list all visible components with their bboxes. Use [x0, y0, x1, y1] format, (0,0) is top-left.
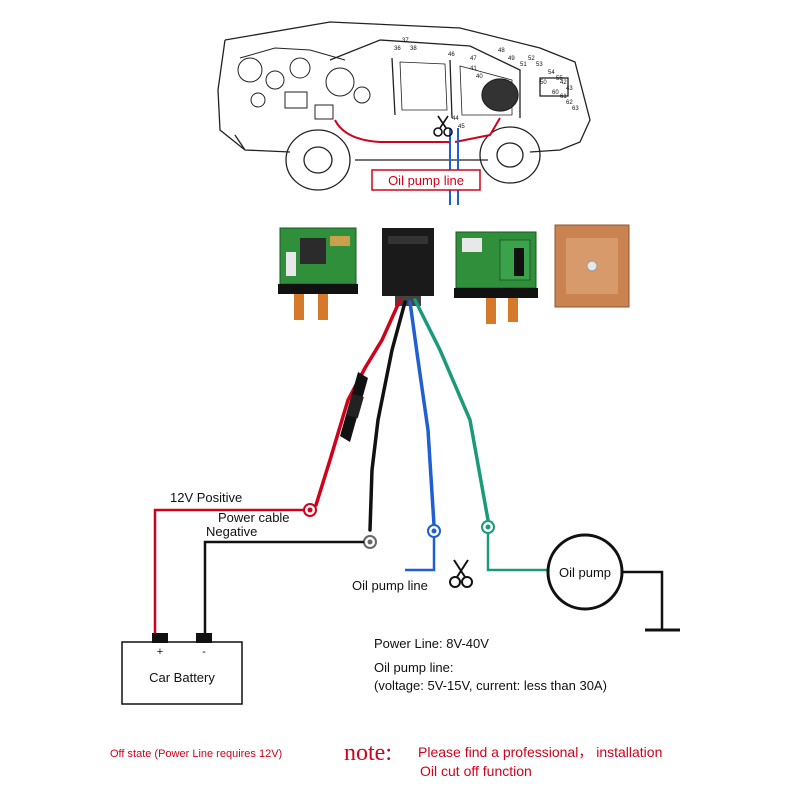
car-part-number: 54 [548, 70, 555, 76]
car-part-number: 46 [448, 52, 455, 58]
blue-oil-line [405, 537, 436, 572]
relay-module [382, 228, 434, 306]
wires [314, 298, 490, 532]
blue-wire [408, 300, 436, 527]
negative-line [203, 540, 364, 637]
pump-ground-line [622, 570, 664, 630]
ring-terminals [303, 503, 495, 549]
car-part-number: 43 [566, 86, 573, 92]
car-part-number: 55 [556, 76, 563, 82]
battery-label: Car Battery [149, 670, 215, 685]
car-part-number: 41 [470, 66, 477, 72]
car-illustration [217, 21, 591, 191]
oil-line-spec-detail: (voltage: 5V-15V, current: less than 30A… [374, 678, 607, 693]
black-wire [368, 300, 407, 532]
car-power-line [334, 117, 501, 143]
car-part-number: 50 [540, 80, 547, 86]
car-part-number: 53 [536, 62, 543, 68]
car-part-number: 60 [552, 90, 559, 96]
car-oil-pump-wires [449, 128, 459, 205]
oil-pump-line-box [371, 169, 481, 191]
schematic-lines [153, 508, 680, 637]
car-part-number: 48 [498, 48, 505, 54]
car-part-number: 62 [566, 100, 573, 106]
positive-label: 12V Positive [170, 490, 242, 505]
car-part-number: 38 [410, 46, 417, 52]
car-part-number: 51 [520, 62, 527, 68]
battery-positive-terminal [152, 633, 168, 643]
off-state-text: Off state (Power Line requires 12V) [110, 748, 282, 760]
tracker-module-pcb-1 [278, 227, 358, 320]
car-part-number: 61 [560, 94, 567, 100]
power-cable-label: Power cable [218, 510, 290, 525]
car-part-number: 52 [528, 56, 535, 62]
battery-minus-label: - [202, 646, 206, 658]
fuse-holder [340, 372, 368, 442]
battery-negative-terminal [196, 633, 212, 643]
tracker-module-pcb-2 [454, 231, 538, 324]
scissors-cut-icon [449, 559, 473, 588]
note-label: note: [344, 740, 392, 766]
note-line-1: Please find a professional， installation [418, 744, 662, 760]
scissors-icon [433, 115, 453, 137]
negative-label: Negative [206, 524, 257, 539]
oil-pump [546, 533, 624, 611]
oil-line-spec-title: Oil pump line: [374, 660, 453, 675]
car-part-number: 37 [402, 38, 409, 44]
power-line-spec: Power Line: 8V-40V [374, 636, 489, 651]
car-part-number: 40 [476, 74, 483, 80]
green-oil-line [486, 533, 548, 572]
car-battery [121, 641, 243, 705]
green-wire [413, 298, 490, 522]
positive-line [153, 508, 304, 637]
note-line-2: Oil cut off function [420, 763, 532, 779]
car-part-number: 47 [470, 56, 477, 62]
car-part-number: 36 [394, 46, 401, 52]
car-part-number: 42 [560, 80, 567, 86]
front-wheel [285, 129, 351, 191]
car-part-number: 63 [572, 106, 579, 112]
battery-plus-label: + [157, 646, 163, 658]
car-oil-pump-line-label: Oil pump line [388, 173, 464, 188]
fuel-tank [481, 78, 519, 112]
car-part-number: 44 [452, 116, 459, 122]
oil-pump-line-label: Oil pump line [352, 578, 428, 593]
engine-parts [237, 47, 371, 120]
rear-wheel [479, 126, 541, 184]
car-part-number: 45 [458, 124, 465, 130]
gps-antenna [554, 224, 630, 308]
car-part-number: 49 [508, 56, 515, 62]
oil-pump-label: Oil pump [559, 565, 611, 580]
